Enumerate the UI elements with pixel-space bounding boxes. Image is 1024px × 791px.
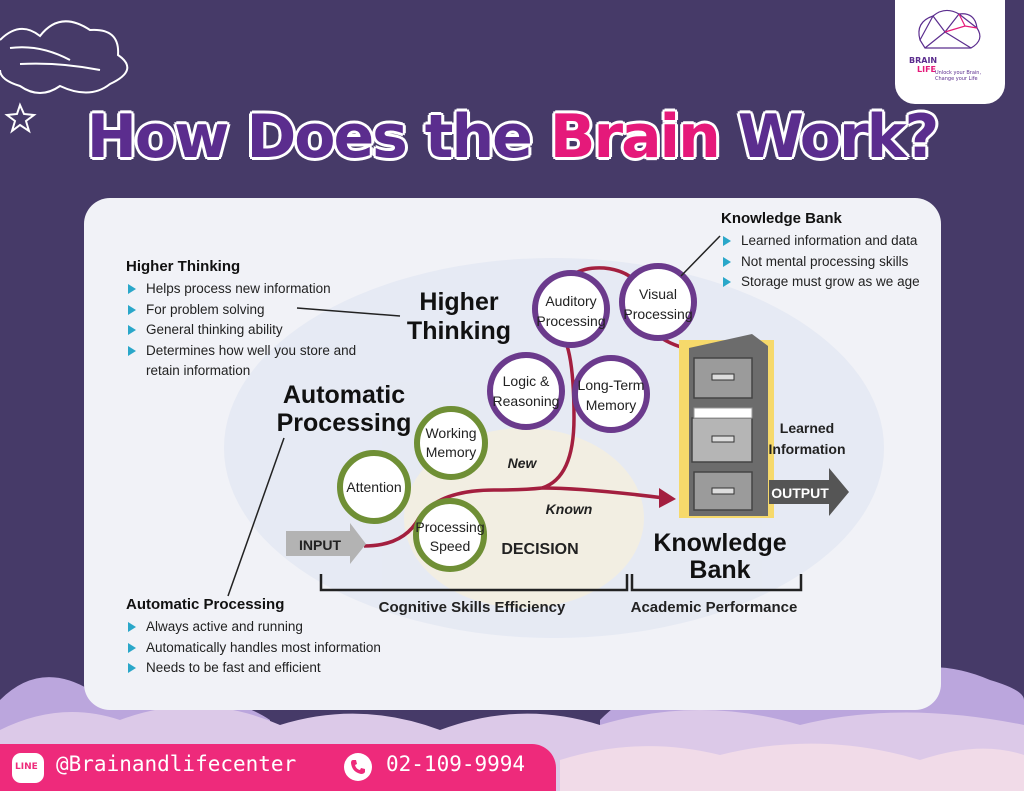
cognitive-skills-bracket (319, 574, 629, 592)
input-arrow: INPUT (286, 523, 366, 564)
filing-cabinet-icon (679, 334, 774, 518)
higher-thinking-label-2: Thinking (407, 317, 511, 345)
circle-label-visual-processing: Processing (623, 306, 692, 322)
line-handle[interactable]: @Brainandlifecenter (56, 752, 297, 776)
circle-label-long-term-memory: Memory (586, 397, 637, 413)
line-app-icon[interactable]: LINE (12, 753, 44, 783)
knowledge-bank-label-1: Knowledge (653, 529, 786, 557)
circle-label-reasoning: Reasoning (493, 393, 560, 409)
page-title: How Does the Brain Work? (0, 102, 1024, 172)
automatic-processing-connector (227, 437, 285, 597)
known-path (541, 486, 665, 500)
automatic-processing-label-1: Automatic (283, 381, 405, 409)
circle-label-auditory-processing: Processing (536, 313, 605, 329)
chalk-cloud-doodle (0, 20, 129, 94)
note-item: Needs to be fast and efficient (126, 658, 426, 679)
title-part2: Work? (718, 102, 940, 172)
note-automatic-processing: Automatic Processing Always active and r… (126, 596, 426, 679)
purple-circle-auditory-processing: Auditory Processing (532, 270, 610, 348)
information-label: Information (769, 441, 846, 457)
phone-number[interactable]: 02-109-9994 (386, 752, 526, 776)
note-heading: Automatic Processing (126, 596, 285, 613)
green-circle-attention: Attention (337, 450, 411, 524)
green-circle-working-memory: Working Memory (414, 406, 488, 480)
logo-wordmark: BRAIN LIFE (909, 56, 938, 74)
higher-thinking-connector (296, 307, 401, 317)
note-item: General thinking ability (126, 320, 366, 341)
automatic-processing-label-2: Processing (277, 409, 412, 437)
circle-label-logic: Logic & (503, 373, 550, 389)
learned-label: Learned (780, 420, 834, 436)
decision-label: DECISION (501, 541, 578, 558)
note-item: For problem solving (126, 300, 366, 321)
circle-label-memory: Memory (426, 444, 477, 460)
knowledge-bank-connector (680, 235, 721, 277)
circle-label-processing: Processing (415, 519, 484, 535)
diagram-panel: Higher Thinking Automatic Processing Att… (84, 198, 941, 710)
note-heading: Knowledge Bank (721, 210, 842, 227)
title-part1: How Does the (86, 102, 550, 172)
purple-circle-visual-processing: Visual Processing (619, 263, 697, 341)
input-label: INPUT (299, 537, 341, 553)
output-arrow: OUTPUT (769, 468, 849, 516)
note-knowledge-bank: Knowledge Bank Learned information and d… (721, 210, 931, 293)
brain-process-diagram: Higher Thinking Automatic Processing Att… (224, 235, 884, 638)
circle-label-long-term: Long-Term (578, 377, 645, 393)
new-label: New (508, 455, 538, 471)
purple-circle-logic-reasoning: Logic & Reasoning (487, 352, 565, 430)
purple-circle-long-term-memory: Long-Term Memory (572, 355, 650, 433)
logo-tagline: Unlock your Brain, Change your Life (935, 70, 982, 82)
note-item: Determines how well you store and retain… (126, 341, 366, 382)
contact-bar: LINE @Brainandlifecenter 02-109-9994 (0, 744, 556, 791)
circle-label-attention: Attention (346, 479, 401, 495)
phone-icon[interactable] (344, 753, 372, 781)
brain-logo-icon (918, 9, 981, 49)
note-item: Storage must grow as we age (721, 272, 931, 293)
higher-thinking-label-1: Higher (419, 288, 498, 316)
title-accent: Brain (549, 102, 721, 172)
note-item: Helps process new information (126, 279, 366, 300)
circle-label-visual: Visual (639, 286, 677, 302)
knowledge-bank-label-2: Bank (689, 556, 750, 584)
note-item: Automatically handles most information (126, 638, 426, 659)
note-item: Always active and running (126, 617, 426, 638)
known-arrowhead (659, 488, 676, 508)
cognitive-skills-label: Cognitive Skills Efficiency (379, 599, 566, 616)
note-item: Learned information and data (721, 231, 931, 252)
note-item: Not mental processing skills (721, 252, 931, 273)
brand-logo: BRAIN LIFE Unlock your Brain, Change you… (895, 0, 1005, 104)
green-circle-processing-speed: Processing Speed (413, 498, 487, 572)
academic-performance-label: Academic Performance (631, 599, 798, 616)
known-label: Known (546, 501, 593, 517)
note-higher-thinking: Higher Thinking Helps process new inform… (126, 258, 366, 382)
circle-label-auditory: Auditory (545, 293, 596, 309)
output-label: OUTPUT (771, 485, 829, 501)
circle-label-working: Working (425, 425, 476, 441)
circle-label-speed: Speed (430, 538, 470, 554)
note-heading: Higher Thinking (126, 258, 241, 275)
academic-performance-bracket (630, 574, 803, 592)
chalk-star-doodle (4, 102, 37, 134)
